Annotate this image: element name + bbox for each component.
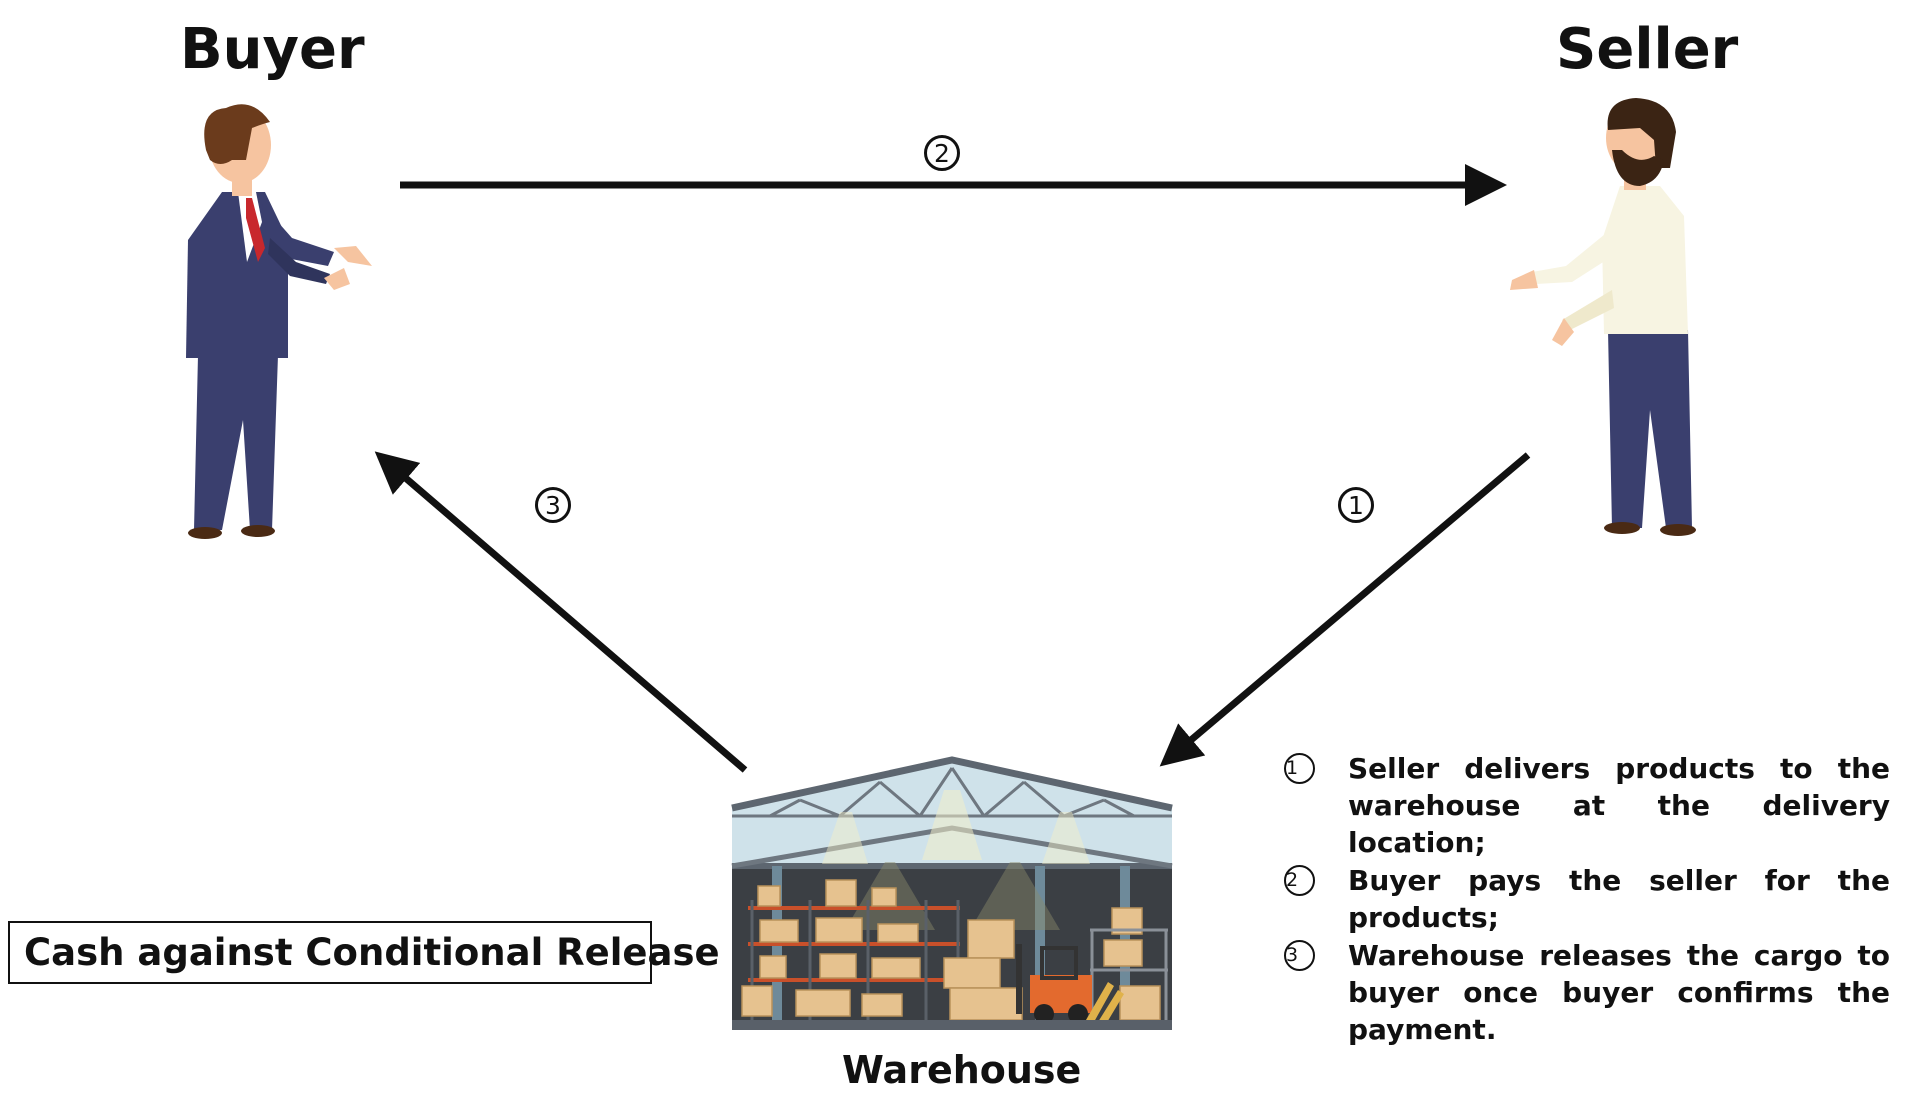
legend: 1 Seller delivers products to the wareho… xyxy=(1284,750,1890,1049)
caption-box: Cash against Conditional Release xyxy=(8,921,720,984)
legend-item-2: 2 Buyer pays the seller for the products… xyxy=(1284,862,1890,936)
legend-item-3: 3 Warehouse releases the cargo to buyer … xyxy=(1284,937,1890,1048)
warehouse-label: Warehouse xyxy=(842,1048,1082,1092)
legend-num-1: 1 xyxy=(1284,753,1315,784)
warehouse-icon xyxy=(731,756,1173,1030)
legend-num-2: 2 xyxy=(1284,865,1315,896)
seller-title: Seller xyxy=(1556,17,1739,82)
step-2-marker: 2 xyxy=(924,135,960,171)
step-1-marker: 1 xyxy=(1338,487,1374,523)
legend-text-1: Seller delivers products to the warehous… xyxy=(1348,752,1890,859)
arrow-seller-to-warehouse xyxy=(1159,452,1531,767)
legend-num-3: 3 xyxy=(1284,940,1315,971)
buyer-figure-icon xyxy=(186,104,372,539)
arrow-warehouse-to-buyer xyxy=(374,451,748,773)
step-3-marker: 3 xyxy=(535,487,571,523)
buyer-title: Buyer xyxy=(180,17,365,82)
legend-text-2: Buyer pays the seller for the products; xyxy=(1348,864,1890,934)
legend-text-3: Warehouse releases the cargo to buyer on… xyxy=(1348,939,1890,1046)
legend-item-1: 1 Seller delivers products to the wareho… xyxy=(1284,750,1890,861)
seller-figure-icon xyxy=(1510,98,1696,536)
